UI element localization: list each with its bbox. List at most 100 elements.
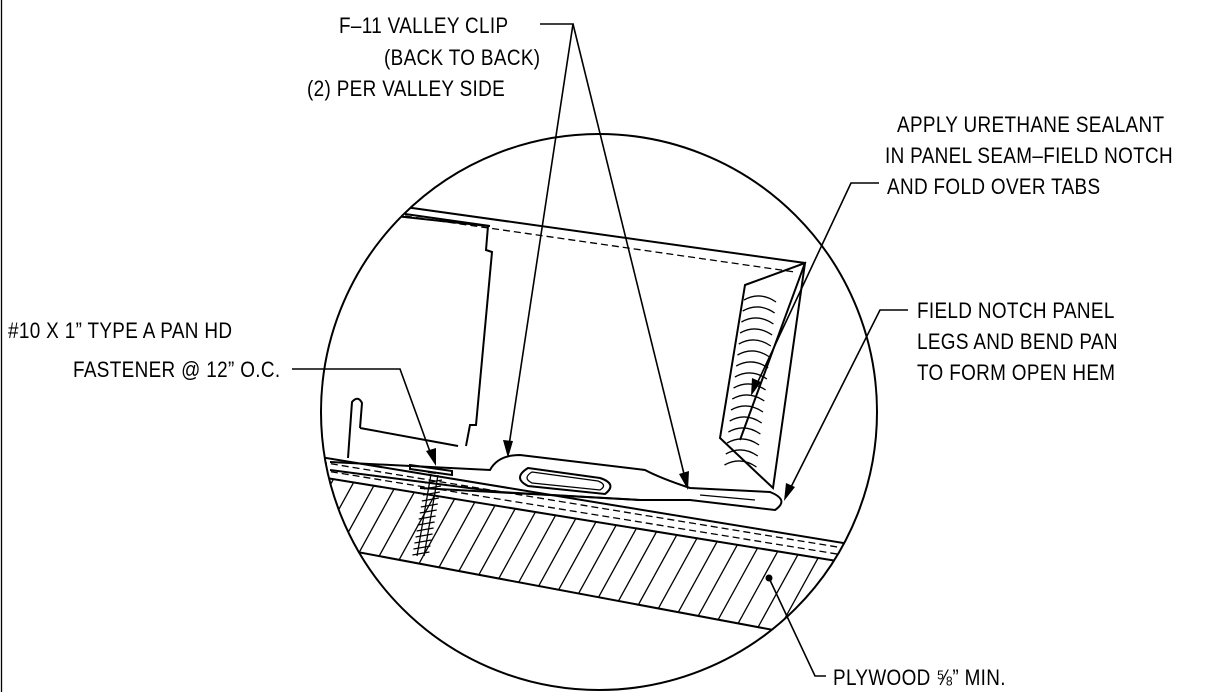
- sealant-arrow: [751, 378, 761, 396]
- valley-clip-line-2: (BACK TO BACK): [384, 46, 540, 71]
- detail-circle: [320, 133, 878, 691]
- hatch-line: [1048, 460, 1158, 660]
- callout-sealant: APPLY URETHANE SEALANT IN PANEL SEAM–FIE…: [885, 113, 1173, 200]
- underlayment-line: [321, 456, 877, 550]
- hatch-line: [1136, 460, 1215, 660]
- screw-thread: [422, 491, 441, 496]
- sealant-line-1: APPLY URETHANE SEALANT: [897, 113, 1164, 138]
- detail-contents: [80, 206, 1215, 660]
- valley-clip-line-3: (2) PER VALLEY SIDE: [307, 77, 505, 102]
- hatch-line: [321, 477, 411, 650]
- hatch-line: [124, 460, 234, 660]
- screw-thread: [420, 503, 438, 508]
- valley-clip-line-1: F–11 VALLEY CLIP: [339, 14, 508, 39]
- hatch-line: [80, 460, 190, 660]
- sealant-line-2: IN PANEL SEAM–FIELD NOTCH: [885, 144, 1173, 169]
- screw-thread: [413, 545, 431, 550]
- clip-bottom-line: [419, 487, 641, 501]
- field-notch-arrow: [784, 483, 795, 501]
- sealant-mark: [738, 339, 772, 347]
- hatch-line: [563, 477, 675, 650]
- screw-thread: [421, 497, 439, 502]
- hatch-line: [607, 477, 719, 650]
- hatch-line: [982, 460, 1092, 660]
- underlayment-dash-2: [321, 469, 877, 562]
- hatch-line: [585, 477, 697, 650]
- screw-thread: [419, 509, 437, 514]
- hatch-line: [1158, 460, 1215, 660]
- field-notch-line-2: LEGS AND BEND PAN: [917, 330, 1118, 355]
- hatch-line: [805, 477, 877, 650]
- plywood-line-1: PLYWOOD ⅝” MIN.: [833, 666, 1006, 691]
- screw-thread: [412, 551, 430, 556]
- fold-over-tab: [718, 261, 807, 491]
- screw-thread: [416, 527, 434, 532]
- clip-slot-outer: [519, 466, 612, 496]
- sealant-mark: [726, 438, 760, 446]
- hatch-line: [916, 460, 1026, 660]
- hatch-line: [960, 460, 1070, 660]
- field-notch-leader: [786, 309, 908, 496]
- callout-plywood: PLYWOOD ⅝” MIN.: [833, 666, 1006, 691]
- valley-pan-top: [404, 206, 807, 441]
- hatch-line: [761, 477, 873, 650]
- valley-clip-arrow-1: [503, 440, 513, 458]
- hatch-line: [1070, 460, 1180, 660]
- sealant-mark: [730, 405, 764, 413]
- pan-head-fastener: [409, 463, 453, 557]
- plywood-hatch: [80, 460, 1215, 660]
- fastener-line-1: #10 X 1” TYPE A PAN HD: [8, 319, 232, 344]
- hatch-line: [321, 477, 433, 650]
- sealant-mark: [731, 394, 765, 402]
- valley-clip-leader-2: [572, 23, 687, 483]
- sealant-mark: [737, 350, 770, 358]
- callout-valley-clip: F–11 VALLEY CLIP (BACK TO BACK) (2) PER …: [307, 14, 540, 102]
- callout-fastener: #10 X 1” TYPE A PAN HD FASTENER @ 12” O.…: [8, 319, 280, 383]
- hatch-line: [146, 460, 256, 660]
- sealant-mark: [742, 306, 776, 314]
- hatch-line: [1026, 460, 1136, 660]
- screw-thread: [414, 539, 432, 544]
- hatch-line: [321, 477, 367, 650]
- hatch-line: [497, 477, 609, 650]
- sealant-mark: [734, 372, 768, 380]
- valley-pan-dash: [404, 215, 796, 273]
- screw-thread: [418, 515, 436, 520]
- sealant-mark: [725, 449, 759, 457]
- field-notch-line-3: TO FORM OPEN HEM: [917, 361, 1115, 386]
- hatch-line: [190, 460, 300, 660]
- plywood-substrate: [80, 460, 1215, 660]
- sealant-mark: [743, 295, 777, 303]
- sealant-mark: [733, 383, 766, 391]
- sealant-mark: [735, 361, 769, 369]
- fastener-line-2: FASTENER @ 12” O.C.: [73, 358, 280, 383]
- hatch-line: [894, 460, 1004, 660]
- plywood-leader: [768, 577, 826, 677]
- screw-thread: [424, 479, 443, 484]
- hatch-line: [871, 477, 877, 650]
- sealant-mark: [739, 328, 773, 336]
- hatch-line: [827, 477, 877, 650]
- screw-thread: [417, 521, 435, 526]
- hatch-line: [321, 477, 345, 650]
- sealant-mark: [724, 460, 757, 468]
- hatch-line: [1092, 460, 1202, 660]
- field-notch-line-1: FIELD NOTCH PANEL: [917, 299, 1115, 324]
- callout-field-notch: FIELD NOTCH PANEL LEGS AND BEND PAN TO F…: [917, 299, 1118, 386]
- valley-clip-arrow-2: [679, 471, 689, 490]
- fastener-leader: [292, 368, 434, 461]
- underlayment-dash-1: [321, 461, 877, 555]
- hatch-line: [1004, 460, 1114, 660]
- clip-slot-inner: [526, 471, 605, 491]
- urethane-sealant-marks: [724, 295, 777, 468]
- hatch-line: [168, 460, 278, 660]
- valley-clip-leader: [507, 23, 574, 453]
- hatch-line: [321, 477, 323, 650]
- sealant-mark: [741, 317, 774, 325]
- clip-hem-line: [699, 494, 756, 501]
- fastener-arrow: [426, 448, 436, 466]
- sealant-leader: [753, 182, 879, 391]
- sealant-line-3: AND FOLD OVER TABS: [887, 175, 1100, 200]
- panel-seam-profile: [321, 207, 494, 459]
